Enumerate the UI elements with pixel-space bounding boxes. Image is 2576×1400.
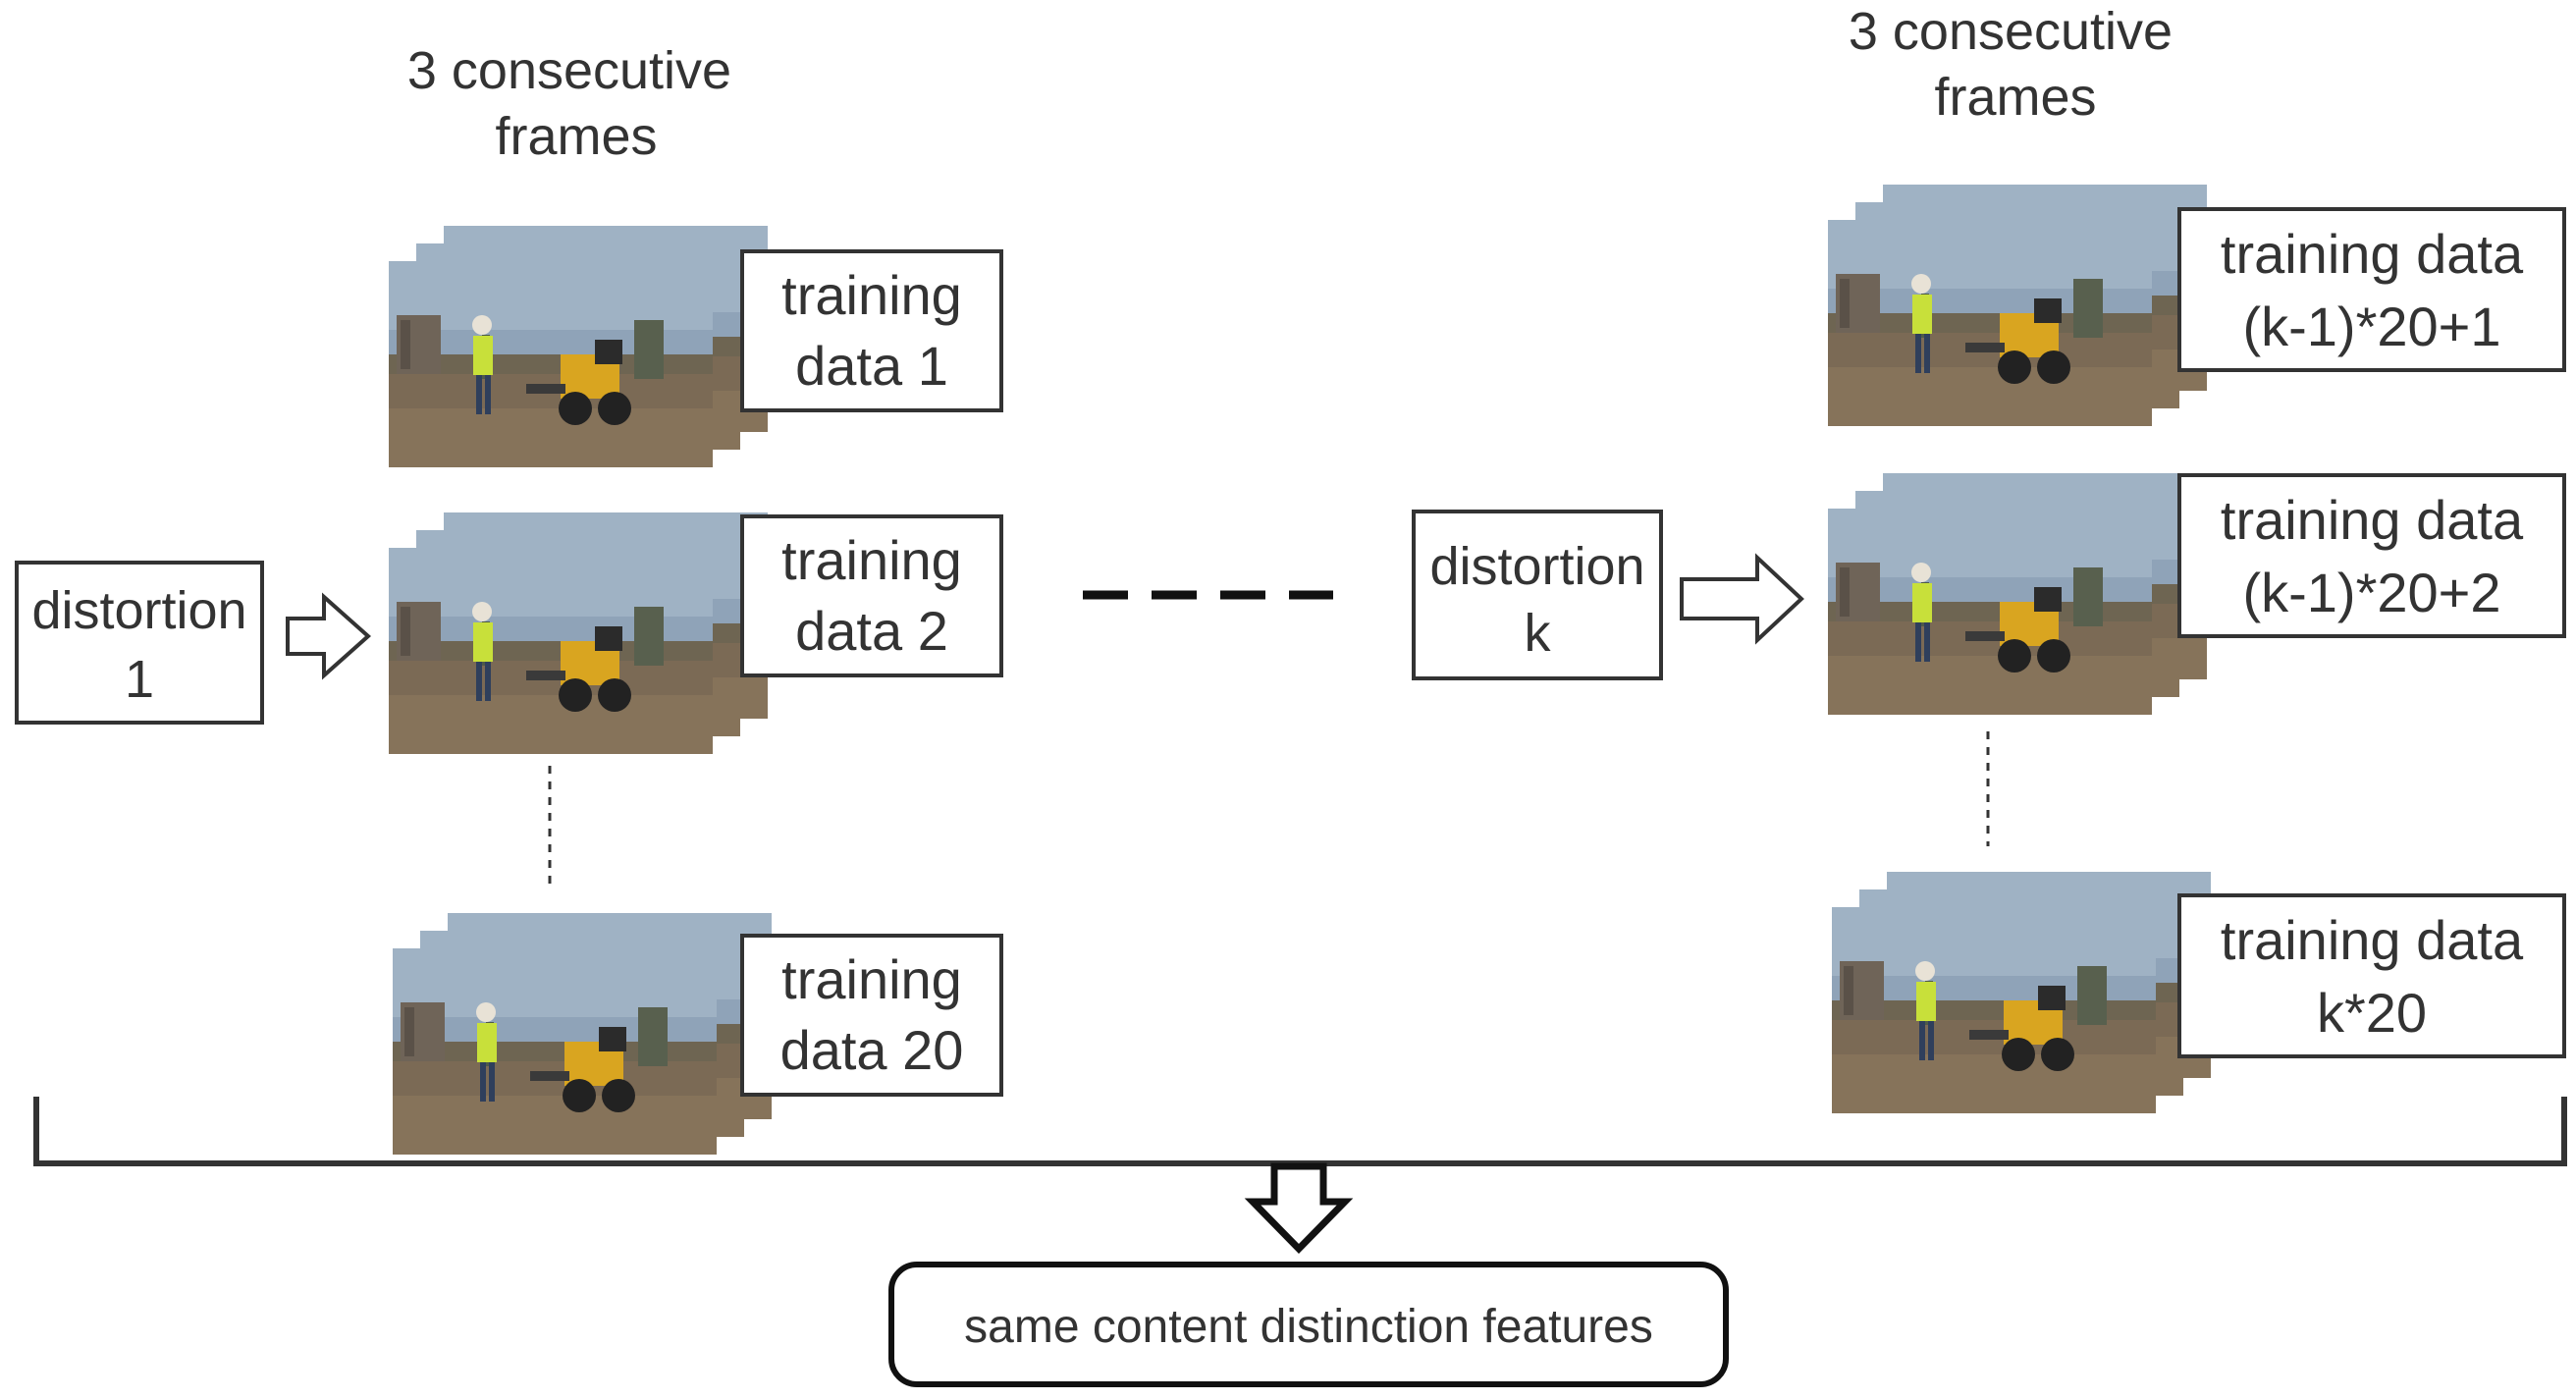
- left-frame-stack-1: [389, 226, 768, 467]
- left-distortion-box: distortion 1: [15, 561, 264, 725]
- left-distortion-line1: distortion: [31, 581, 246, 640]
- left-training-box-3-line2: data 20: [780, 1019, 964, 1081]
- down-arrow-icon: [1244, 1162, 1354, 1255]
- left-distortion-line2: 1: [125, 650, 154, 709]
- right-training-box-3-line1: training data: [2221, 909, 2524, 971]
- right-training-box-1: training data (k-1)*20+1: [2177, 207, 2566, 372]
- output-label: same content distinction features: [964, 1301, 1653, 1353]
- right-distortion-box: distortion k: [1412, 510, 1663, 680]
- left-training-box-3: training data 20: [740, 934, 1003, 1097]
- right-frame-stack-2: [1828, 473, 2207, 715]
- right-frame-stack-3: [1832, 872, 2211, 1113]
- right-training-box-3-line2: k*20: [2317, 982, 2427, 1044]
- left-frame-stack-3: [393, 913, 772, 1155]
- left-training-box-2: training data 2: [740, 514, 1003, 677]
- left-training-box-1: training data 1: [740, 249, 1003, 412]
- right-training-box-1-line1: training data: [2221, 223, 2524, 285]
- right-header-line2: frames: [1934, 68, 2096, 127]
- right-distortion-line1: distortion: [1429, 537, 1644, 596]
- left-training-box-3-line1: training: [781, 948, 962, 1010]
- left-training-box-1-line2: data 1: [795, 335, 948, 397]
- right-header-line1: 3 consecutive: [1849, 2, 2173, 61]
- right-training-box-2-line2: (k-1)*20+2: [2242, 562, 2500, 623]
- left-training-box-2-line1: training: [781, 529, 962, 591]
- right-distortion-line2: k: [1525, 604, 1552, 663]
- right-training-box-1-line2: (k-1)*20+1: [2242, 296, 2500, 357]
- output-box: same content distinction features: [888, 1262, 1729, 1387]
- left-frame-stack-2: [389, 512, 768, 754]
- left-training-box-1-line1: training: [781, 264, 962, 326]
- right-frame-stack-1: [1828, 185, 2207, 426]
- left-arrow-icon: [286, 592, 372, 680]
- left-header-line1: 3 consecutive: [407, 41, 731, 100]
- left-header-line2: frames: [495, 107, 657, 166]
- right-arrow-icon: [1680, 553, 1804, 645]
- left-training-box-2-line2: data 2: [795, 600, 948, 662]
- right-training-box-2-line1: training data: [2221, 489, 2524, 551]
- right-training-box-3: training data k*20: [2177, 893, 2566, 1058]
- right-training-box-2: training data (k-1)*20+2: [2177, 473, 2566, 638]
